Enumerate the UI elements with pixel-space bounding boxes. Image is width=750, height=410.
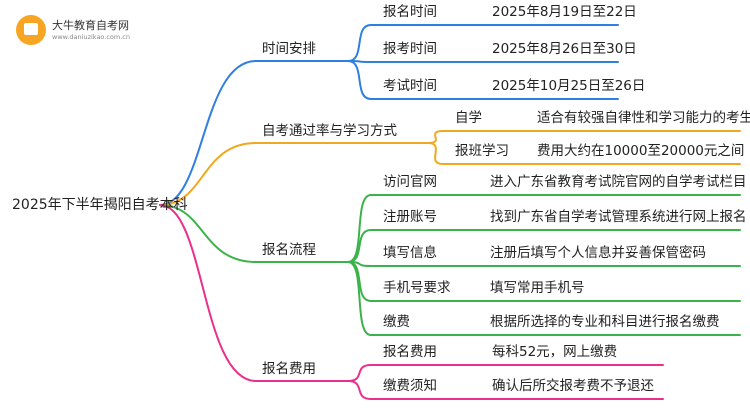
branch-topic: 时间安排 [262, 41, 316, 57]
leaf-value: 适合有较强自律性和学习能力的考生 [537, 110, 750, 126]
logo-url: www.daniuzikao.com.cn [52, 33, 130, 41]
branch-topic: 自考通过率与学习方式 [262, 123, 397, 139]
leaf-connector [427, 142, 444, 165]
leaf-key: 报考时间 [383, 41, 437, 57]
branch-connector [159, 60, 257, 206]
leaf-key: 填写信息 [383, 245, 437, 261]
leaf-key: 报名费用 [383, 344, 437, 360]
leaf-key: 自学 [455, 110, 482, 126]
leaf-key: 报名时间 [383, 4, 437, 20]
leaf-value: 费用大约在10000至20000元之间 [537, 143, 745, 159]
leaf-connector [347, 194, 372, 263]
leaf-connector [427, 130, 444, 144]
leaf-key: 考试时间 [383, 78, 437, 94]
leaf-value: 确认后所交报考费不予退还 [492, 378, 654, 394]
leaf-value: 注册后填写个人信息并妥善保管密码 [490, 245, 706, 261]
leaf-key: 注册账号 [383, 209, 437, 225]
branch-connector [159, 204, 257, 382]
branch-connector [159, 142, 257, 206]
leaf-value: 2025年8月19日至22日 [492, 4, 637, 20]
leaf-value: 进入广东省教育考试院官网的自学考试栏目 [490, 174, 747, 190]
leaf-value: 填写常用手机号 [490, 280, 585, 296]
branch-topic: 报名费用 [262, 361, 316, 377]
leaf-key: 报班学习 [455, 143, 509, 159]
leaf-value: 每科52元，网上缴费 [492, 344, 618, 360]
leaf-key: 手机号要求 [383, 280, 451, 296]
leaf-connector [347, 24, 372, 62]
branch-topic: 报名流程 [262, 242, 316, 258]
leaf-value: 2025年8月26日至30日 [492, 41, 637, 57]
leaf-key: 访问官网 [383, 174, 437, 190]
root-topic: 2025年下半年揭阳自考本科 [12, 197, 188, 213]
leaf-connector [347, 380, 372, 400]
leaf-key: 缴费须知 [383, 378, 437, 394]
branch-connector [159, 204, 257, 263]
logo-name: 大牛教育自考网 [52, 19, 129, 32]
leaf-value: 根据所选择的专业和科目进行报名缴费 [490, 314, 720, 330]
leaf-connector [347, 229, 372, 263]
leaf-connector [347, 60, 372, 100]
leaf-key: 缴费 [383, 314, 410, 330]
leaf-connector [347, 261, 372, 336]
leaf-connector [347, 364, 372, 382]
leaf-value: 2025年10月25日至26日 [492, 78, 646, 94]
book-icon [16, 15, 46, 45]
site-logo: 大牛教育自考网 www.daniuzikao.com.cn [16, 13, 130, 47]
leaf-value: 找到广东省自学考试管理系统进行网上报名 [490, 209, 747, 225]
